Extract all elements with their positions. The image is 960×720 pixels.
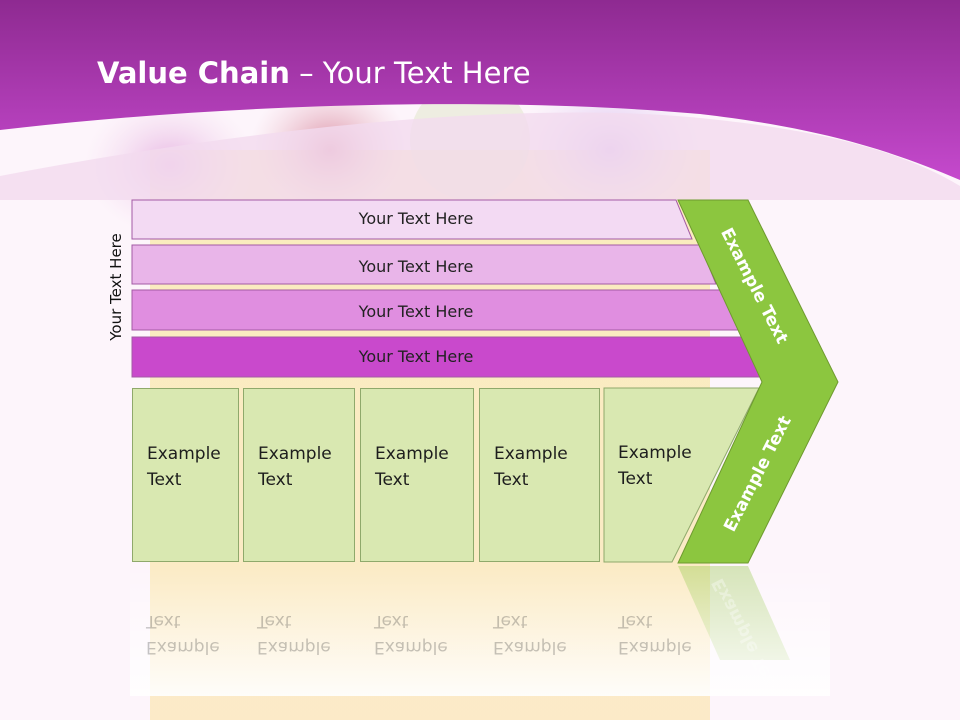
primary-box-5[interactable]: Example Text xyxy=(604,388,724,562)
primary-box-2[interactable]: Example Text xyxy=(243,388,355,562)
header-band xyxy=(0,0,960,200)
primary-box-5-reflection-text: Example Text xyxy=(618,611,692,657)
primary-box-1-reflection: Example Text xyxy=(132,564,239,694)
primary-box-2-label: Example Text xyxy=(258,444,332,490)
primary-box-5-label: Example Text xyxy=(618,443,692,489)
support-bar-3-label: Your Text Here xyxy=(358,302,474,321)
primary-box-2-reflection-text: Example Text xyxy=(257,611,331,657)
primary-box-4-reflection: Example Text xyxy=(479,564,600,694)
chevron-arrow[interactable] xyxy=(677,199,839,564)
support-bar-4-label: Your Text Here xyxy=(358,347,474,366)
primary-box-5-reflection: Example Text xyxy=(604,564,724,694)
primary-box-3-reflection: Example Text xyxy=(360,564,474,694)
slide-title: Value Chain – Your Text Here xyxy=(97,56,531,90)
title-bold: Value Chain xyxy=(97,56,290,90)
primary-box-5-shape[interactable] xyxy=(603,387,760,563)
primary-box-1-reflection-text: Example Text xyxy=(146,611,220,657)
primary-box-3-reflection-text: Example Text xyxy=(374,611,448,657)
primary-box-4-reflection-text: Example Text xyxy=(493,611,567,657)
support-bar-2[interactable] xyxy=(131,244,717,285)
primary-box-1-label: Example Text xyxy=(147,444,221,490)
support-bar-1[interactable] xyxy=(131,199,693,240)
support-bar-1-label: Your Text Here xyxy=(358,209,474,228)
support-bar-2-label: Your Text Here xyxy=(358,257,474,276)
title-rest: – Your Text Here xyxy=(289,56,531,90)
primary-box-3-label: Example Text xyxy=(375,444,449,490)
primary-box-4[interactable]: Example Text xyxy=(479,388,600,562)
primary-box-4-label: Example Text xyxy=(494,444,568,490)
primary-box-1[interactable]: Example Text xyxy=(132,388,239,562)
primary-box-2-reflection: Example Text xyxy=(243,564,355,694)
primary-box-3[interactable]: Example Text xyxy=(360,388,474,562)
